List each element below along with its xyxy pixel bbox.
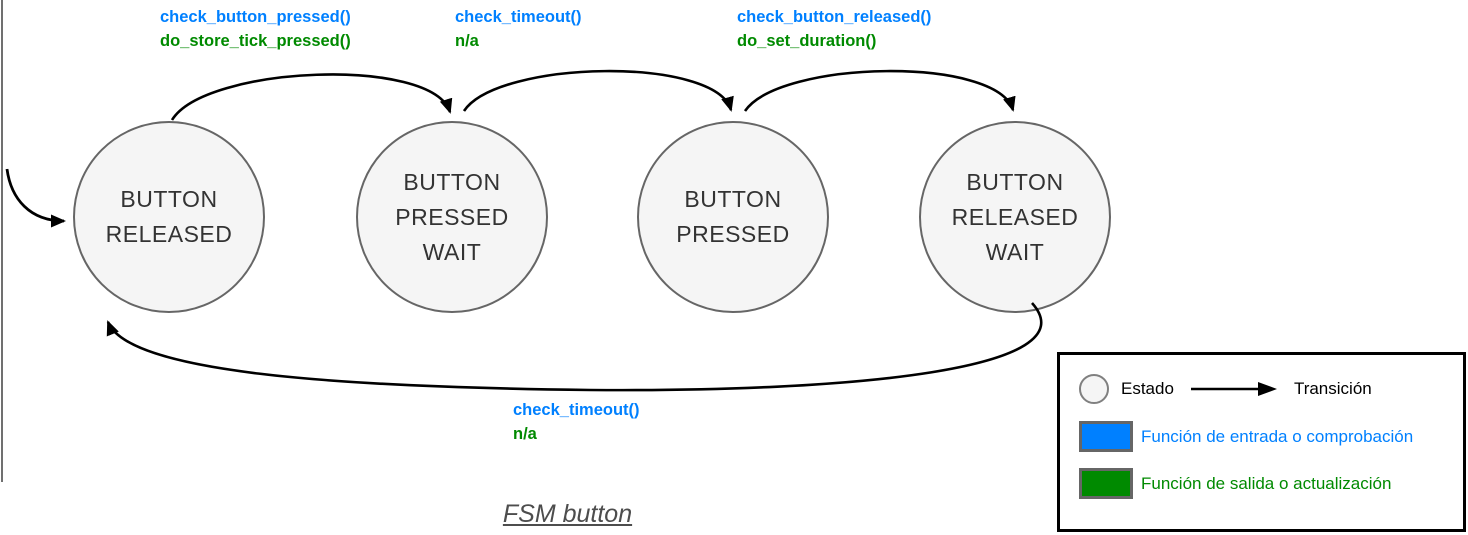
state-button-released-wait: [919, 121, 1111, 313]
action-function-text: n/a: [513, 425, 537, 443]
action-function-text: do_store_tick_pressed(): [160, 32, 351, 50]
check-function-text: check_button_pressed(): [160, 8, 351, 26]
state-button-released: [73, 121, 265, 313]
state-line: BUTTON: [403, 168, 501, 195]
state-line: RELEASED: [105, 221, 233, 247]
legend-state-label: Estado: [1121, 379, 1174, 398]
state-line: BUTTON: [120, 186, 218, 212]
initial-transition-arrow: [5, 168, 66, 228]
state-line: WAIT: [985, 238, 1045, 265]
state-button-pressed-wait: [356, 121, 548, 313]
legend-box: Estado Transición Función de entrada o c…: [1057, 352, 1466, 532]
state-label-button-released-wait: BUTTON RELEASED WAIT: [920, 122, 1110, 312]
state-line: PRESSED: [395, 203, 509, 230]
check-function-text: check_button_released(): [737, 8, 932, 26]
transition-label-4: check_timeout() n/a: [513, 398, 640, 446]
transition-label-1: check_button_pressed() do_store_tick_pre…: [160, 5, 351, 53]
legend-row-entry-function: Función de entrada o comprobación: [1079, 421, 1413, 452]
transition-arrow-icon: [1190, 382, 1277, 396]
canvas-left-edge: [1, 0, 3, 482]
diagram-title: FSM button: [502, 500, 633, 528]
legend-exit-function-label: Función de salida o actualización: [1141, 473, 1392, 493]
state-line: PRESSED: [676, 221, 790, 247]
legend-row-exit-function: Función de salida o actualización: [1079, 468, 1391, 499]
state-label-button-pressed: BUTTON PRESSED: [638, 122, 828, 312]
action-function-text: n/a: [455, 32, 479, 50]
check-function-text: check_timeout(): [455, 8, 582, 26]
state-button-pressed: [637, 121, 829, 313]
state-label-button-pressed-wait: BUTTON PRESSED WAIT: [357, 122, 547, 312]
action-function-text: do_set_duration(): [737, 32, 877, 50]
state-line: BUTTON: [684, 186, 782, 212]
transition-arrow-released-to-pressed-wait: [170, 73, 453, 121]
legend-transition-label: Transición: [1293, 379, 1372, 398]
state-line: BUTTON: [966, 168, 1064, 195]
exit-function-color-swatch: [1079, 468, 1133, 499]
transition-label-3: check_button_released() do_set_duration(…: [737, 5, 931, 53]
legend-row-state-transition: Estado Transición: [1079, 374, 1372, 404]
state-circle-icon: [1079, 374, 1109, 404]
legend-entry-function-label: Función de entrada o comprobación: [1141, 426, 1414, 446]
check-function-text: check_timeout(): [513, 401, 640, 419]
transition-label-2: check_timeout() n/a: [455, 5, 582, 53]
transition-arrow-released-wait-to-released: [106, 302, 1043, 392]
entry-function-color-swatch: [1079, 421, 1133, 452]
state-line: WAIT: [422, 238, 482, 265]
state-label-button-released: BUTTON RELEASED: [74, 122, 264, 312]
state-line: RELEASED: [951, 203, 1079, 230]
transition-arrow-pressed-to-released-wait: [743, 69, 1016, 112]
transition-arrow-pressed-wait-to-pressed: [462, 69, 734, 112]
